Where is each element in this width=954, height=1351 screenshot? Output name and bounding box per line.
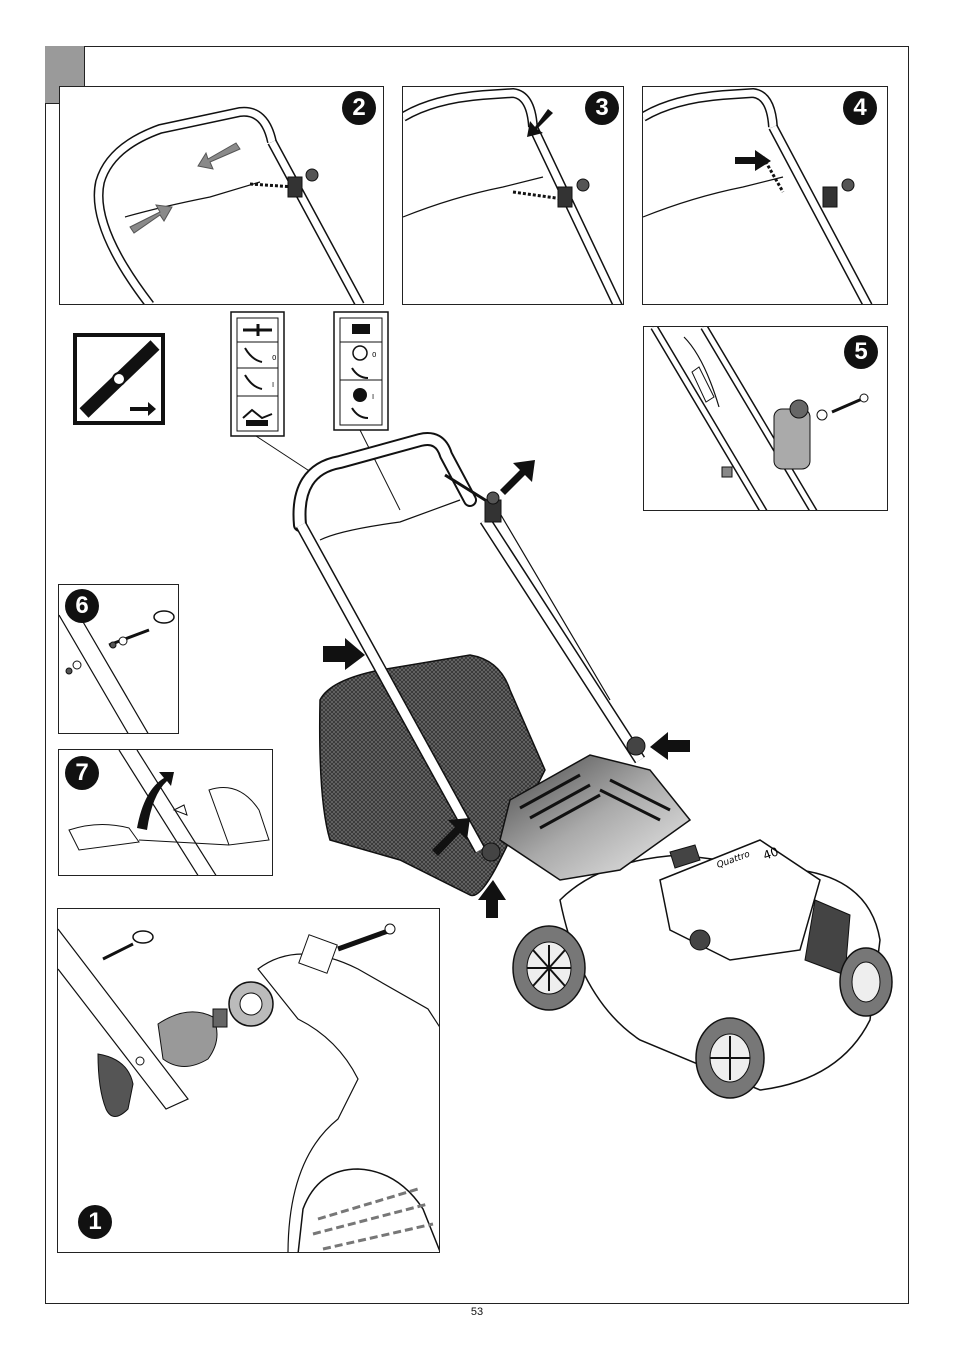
mower-deck [500, 755, 880, 1090]
step-6-panel: 6 [58, 584, 179, 734]
decal-left-1-label: I [272, 381, 274, 389]
cable-adjuster-knob [485, 492, 501, 522]
step-1-panel: 1 [57, 908, 440, 1253]
decal-right [334, 312, 388, 430]
wheel-front-left [696, 1018, 764, 1098]
decal-left-0-label: 0 [272, 354, 276, 362]
handle-knob-left [482, 843, 500, 861]
step-number: 2 [342, 91, 376, 125]
handle-knob-right [627, 737, 645, 755]
decal-right-0-label: 0 [372, 351, 376, 359]
decal-left [231, 312, 284, 436]
step-3-panel: 3 [402, 86, 624, 305]
step-number: 1 [78, 1205, 112, 1239]
blade-safety-icon [75, 335, 163, 423]
step-2-panel: 2 [59, 86, 384, 305]
step-5-panel: 5 [643, 326, 888, 511]
step-number: 6 [65, 589, 99, 623]
page-number: 53 [0, 1306, 954, 1318]
step-number: 4 [843, 91, 877, 125]
step-number: 3 [585, 91, 619, 125]
step-number: 5 [844, 335, 878, 369]
decal-right-1-label: I [372, 393, 374, 401]
wheel-front-right [840, 948, 892, 1016]
wheel-rear-left [513, 926, 585, 1010]
step-number: 7 [65, 756, 99, 790]
step-7-panel: 7 [58, 749, 273, 876]
step-4-panel: 4 [642, 86, 888, 305]
